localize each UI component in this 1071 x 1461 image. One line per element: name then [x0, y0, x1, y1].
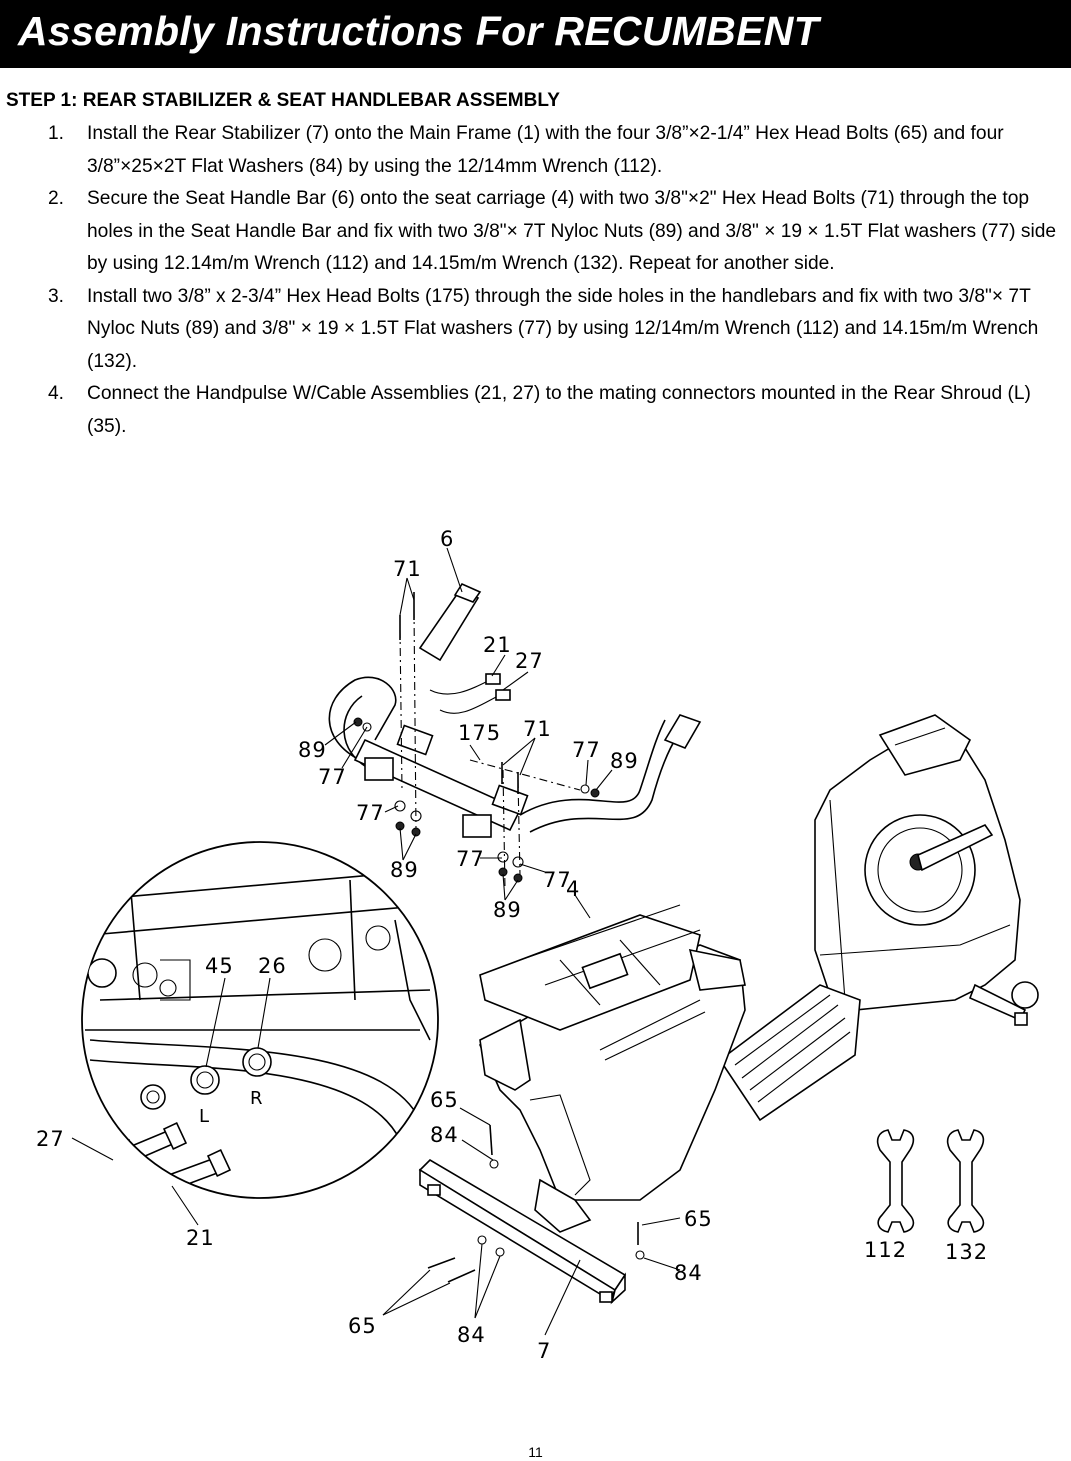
instruction-number: 4.: [48, 383, 65, 404]
step-title: STEP 1: REAR STABILIZER & SEAT HANDLEBAR…: [6, 90, 560, 111]
callout-7: 7: [537, 1339, 551, 1363]
page-title: Assembly Instructions For RECUMBENT: [18, 8, 819, 54]
callout-175: 175: [458, 721, 501, 745]
rear-stabilizer-drawing: [418, 1124, 645, 1305]
callout-65: 65: [348, 1314, 377, 1338]
seat-handlebar-drawing: [328, 582, 702, 891]
wrench-132-drawing: [946, 1129, 985, 1233]
instruction-list: 1. Install the Rear Stabilizer (7) onto …: [48, 118, 1068, 443]
assembly-diagram: L R L R: [36, 527, 1039, 1363]
instruction-number: 3.: [48, 285, 65, 307]
instruction-item: 2. Secure the Seat Handle Bar (6) onto t…: [48, 183, 1068, 281]
callout-77: 77: [456, 847, 485, 871]
main-frame-drawing: [718, 714, 1039, 1122]
callout-84: 84: [430, 1123, 459, 1147]
callout-84: 84: [457, 1323, 486, 1347]
callout-77: 77: [356, 801, 385, 825]
wrench-112-drawing: [876, 1129, 915, 1233]
callout-45: 45: [205, 954, 234, 978]
instruction-item: 4. Connect the Handpulse W/Cable Assembl…: [48, 378, 1068, 443]
callout-71: 71: [393, 557, 422, 581]
rear-body-drawing: [478, 904, 746, 1201]
callout-89: 89: [390, 858, 419, 882]
callout-84: 84: [674, 1261, 703, 1285]
callout-132: 132: [945, 1240, 988, 1264]
callout-21: 21: [483, 633, 512, 657]
connector-tag-right: R: [143, 1201, 153, 1216]
callout-4: 4: [566, 877, 580, 901]
callout-26: 26: [258, 954, 287, 978]
callout-77: 77: [318, 765, 347, 789]
callout-89: 89: [298, 738, 327, 762]
callout-71: 71: [523, 717, 552, 741]
callout-65: 65: [430, 1088, 459, 1112]
callout-89: 89: [610, 749, 639, 773]
connector-label-right: R: [250, 1088, 264, 1109]
callout-27: 27: [515, 649, 544, 673]
page-number: 11: [528, 1444, 543, 1460]
leader-lines: [71, 547, 681, 1336]
callout-77: 77: [543, 868, 572, 892]
instruction-number: 2.: [48, 188, 65, 209]
instruction-number: 1.: [48, 123, 65, 144]
instruction-item: 3. Install two 3/8” x 2-3/4” Hex Head Bo…: [48, 281, 1068, 379]
page-header: Assembly Instructions For RECUMBENT: [0, 0, 1071, 68]
instruction-text: Install two 3/8” x 2-3/4” Hex Head Bolts…: [87, 285, 1039, 372]
instruction-text: Connect the Handpulse W/Cable Assemblies…: [87, 383, 1031, 437]
callout-112: 112: [864, 1238, 907, 1262]
instruction-item: 1. Install the Rear Stabilizer (7) onto …: [48, 118, 1068, 183]
callout-21: 21: [186, 1226, 215, 1250]
connector-tag-left: L: [114, 1149, 122, 1164]
detail-zoom-drawing: L R L R: [81, 841, 439, 1216]
callout-77: 77: [572, 738, 601, 762]
callout-27: 27: [36, 1127, 65, 1151]
connector-label-left: L: [199, 1106, 210, 1127]
instruction-text: Secure the Seat Handle Bar (6) onto the …: [87, 188, 1057, 274]
callout-65: 65: [684, 1207, 713, 1231]
callout-6: 6: [440, 527, 454, 551]
instruction-text: Install the Rear Stabilizer (7) onto the…: [87, 123, 1004, 177]
callout-89: 89: [493, 898, 522, 922]
